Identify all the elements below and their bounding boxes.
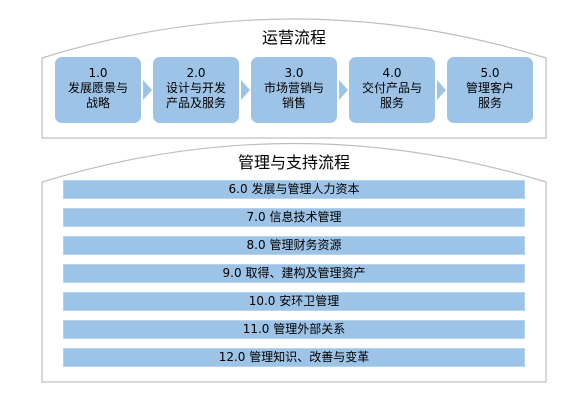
operations-frame <box>41 18 547 139</box>
support-item-11: 11.0 管理外部关系 <box>63 320 525 339</box>
chevron-right-icon <box>339 80 348 100</box>
support-item-6: 6.0 发展与管理人力资本 <box>63 180 525 199</box>
process-step-label: 交付产品与 服务 <box>361 81 422 110</box>
process-step-number: 1.0 <box>88 66 108 80</box>
process-step-4: 4.0 交付产品与 服务 <box>349 57 435 123</box>
process-step-number: 4.0 <box>382 66 402 80</box>
process-step-label: 设计与开发 产品及服务 <box>165 81 226 110</box>
support-item-12: 12.0 管理知识、改善与变革 <box>63 348 525 367</box>
support-frame <box>41 142 547 383</box>
support-item-10: 10.0 安环卫管理 <box>63 292 525 311</box>
support-item-7: 7.0 信息技术管理 <box>63 208 525 227</box>
chevron-right-icon <box>437 80 446 100</box>
process-step-label: 发展愿景与 战略 <box>67 81 128 110</box>
process-step-2: 2.0 设计与开发 产品及服务 <box>153 57 239 123</box>
process-step-label: 市场营销与 销售 <box>263 81 324 110</box>
process-step-number: 2.0 <box>186 66 206 80</box>
chevron-right-icon <box>143 80 152 100</box>
chevron-right-icon <box>241 80 250 100</box>
process-step-number: 3.0 <box>284 66 304 80</box>
support-title: 管理与支持流程 <box>237 153 350 172</box>
process-step-1: 1.0 发展愿景与 战略 <box>55 57 141 123</box>
process-step-number: 5.0 <box>480 66 500 80</box>
support-item-8: 8.0 管理财务资源 <box>63 236 525 255</box>
process-step-label: 管理客户 服务 <box>465 81 514 110</box>
process-step-3: 3.0 市场营销与 销售 <box>251 57 337 123</box>
process-step-5: 5.0 管理客户 服务 <box>447 57 533 123</box>
operations-title: 运营流程 <box>261 28 326 47</box>
support-item-9: 9.0 取得、建构及管理资产 <box>63 264 525 283</box>
operations-process-row: 1.0 发展愿景与 战略 2.0 设计与开发 产品及服务 3.0 市场营销与 销… <box>55 57 533 123</box>
